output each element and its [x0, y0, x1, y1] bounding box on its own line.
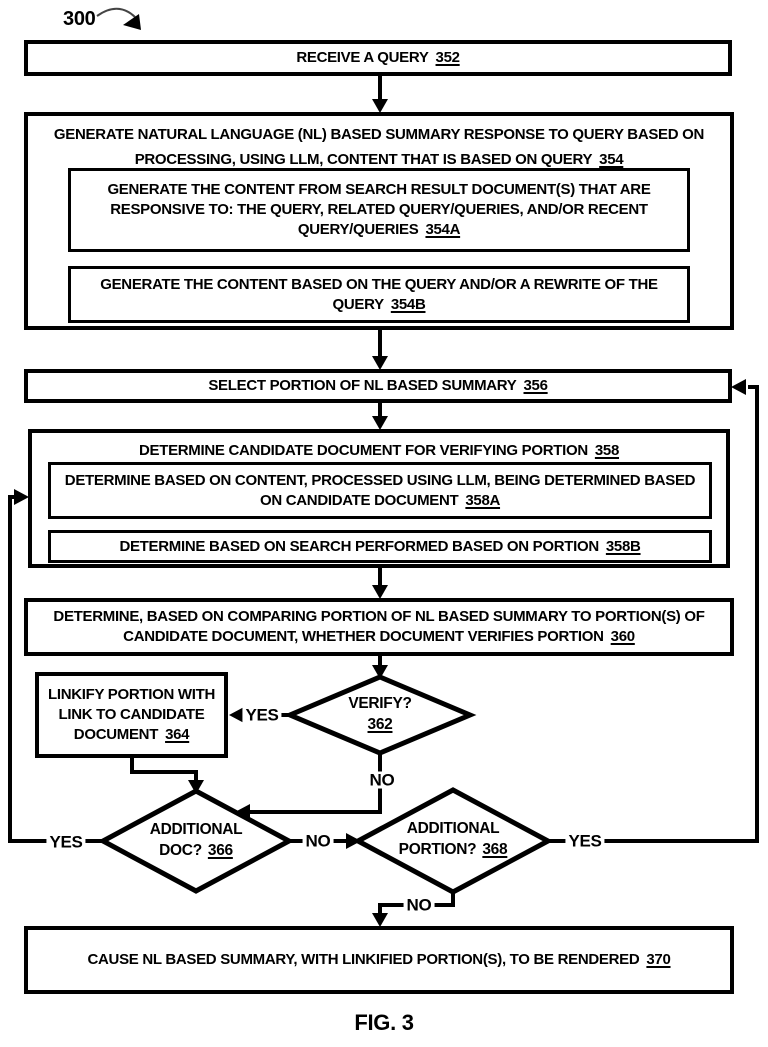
step-text-370: CAUSE NL BASED SUMMARY, WITH LINKIFIED P… — [87, 951, 671, 969]
arrowhead-364-into-366 — [188, 780, 204, 794]
decision-text-362: VERIFY? 362 — [290, 692, 470, 738]
decision-362-question: VERIFY? — [348, 695, 412, 713]
arrowhead-loop-into-358 — [14, 489, 29, 505]
decision-368-line1: ADDITIONAL — [406, 820, 500, 838]
curved-pointer-arrow — [96, 7, 136, 18]
flow-arrowheads — [14, 99, 746, 927]
arrowhead-362no-into-366 — [235, 804, 250, 820]
edge-label-no-362: NO — [366, 771, 398, 789]
edge-label-no-366: NO — [302, 832, 334, 850]
decision-368-line2: PORTION?368 — [398, 841, 508, 858]
ref-354a: 354A — [425, 220, 461, 238]
step-text-358: DETERMINE CANDIDATE DOCUMENT FOR VERIFYI… — [138, 442, 620, 459]
ref-352: 352 — [435, 49, 460, 67]
ref-370: 370 — [646, 951, 671, 969]
step-text-354b: GENERATE THE CONTENT BASED ON THE QUERY … — [100, 275, 658, 313]
step-box-364: LINKIFY PORTION WITH LINK TO CANDIDATE D… — [35, 672, 228, 758]
ref-358b: 358B — [605, 537, 641, 555]
decision-text-366: ADDITIONAL DOC?366 — [106, 819, 286, 863]
step-box-354a: GENERATE THE CONTENT FROM SEARCH RESULT … — [68, 168, 690, 252]
edge-label-no-368: NO — [403, 896, 435, 914]
ref-364: 364 — [165, 725, 190, 743]
step-text-360: DETERMINE, BASED ON COMPARING PORTION OF… — [53, 608, 705, 645]
step-box-370: CAUSE NL BASED SUMMARY, WITH LINKIFIED P… — [24, 926, 734, 994]
decision-text-368: ADDITIONAL PORTION?368 — [363, 818, 543, 862]
edge-label-yes-362: YES — [242, 706, 282, 724]
ref-356: 356 — [523, 377, 548, 395]
step-text-358b: DETERMINE BASED ON SEARCH PERFORMED BASE… — [119, 537, 641, 555]
step-text-354a: GENERATE THE CONTENT FROM SEARCH RESULT … — [107, 181, 651, 238]
edge-label-yes-368: YES — [565, 832, 605, 850]
curved-pointer-arrowhead-icon — [123, 14, 141, 30]
ref-354b: 354B — [390, 295, 426, 313]
arrowhead-into-356 — [372, 356, 388, 370]
figure-caption: FIG. 3 — [354, 1010, 414, 1035]
decision-366-line1: ADDITIONAL — [149, 821, 243, 839]
arrow-368-yes-to-356-loop — [548, 385, 759, 843]
step-text-354: GENERATE NATURAL LANGUAGE (NL) BASED SUM… — [53, 126, 705, 168]
ref-366: 366 — [207, 842, 233, 859]
decision-366-line2: DOC?366 — [159, 842, 233, 859]
figure-number-label: 300 — [63, 8, 96, 30]
arrowhead-into-362 — [372, 665, 388, 679]
arrowhead-into-368 — [346, 833, 361, 849]
arrowhead-loop-into-356 — [731, 379, 746, 395]
step-box-358b: DETERMINE BASED ON SEARCH PERFORMED BASE… — [48, 530, 712, 563]
step-box-354b: GENERATE THE CONTENT BASED ON THE QUERY … — [68, 266, 690, 323]
ref-354: 354 — [599, 151, 624, 168]
step-box-360: DETERMINE, BASED ON COMPARING PORTION OF… — [24, 598, 734, 656]
step-text-358a: DETERMINE BASED ON CONTENT, PROCESSED US… — [64, 471, 696, 509]
ref-362: 362 — [367, 716, 393, 733]
arrowhead-into-364 — [229, 707, 244, 723]
ref-358: 358 — [594, 442, 620, 459]
ref-358a: 358A — [465, 491, 501, 509]
arrowhead-into-360 — [372, 585, 388, 599]
step-box-358a: DETERMINE BASED ON CONTENT, PROCESSED US… — [48, 462, 712, 519]
arrowhead-into-354 — [372, 99, 388, 113]
ref-368: 368 — [482, 841, 508, 858]
ref-360: 360 — [610, 628, 635, 645]
edge-label-yes-366: YES — [46, 833, 86, 851]
arrow-362-no-to-366 — [250, 753, 382, 814]
arrow-364-to-366 — [130, 758, 198, 781]
arrowhead-into-370 — [372, 913, 388, 927]
arrowhead-into-358 — [372, 416, 388, 430]
step-text-364: LINKIFY PORTION WITH LINK TO CANDIDATE D… — [47, 686, 216, 743]
